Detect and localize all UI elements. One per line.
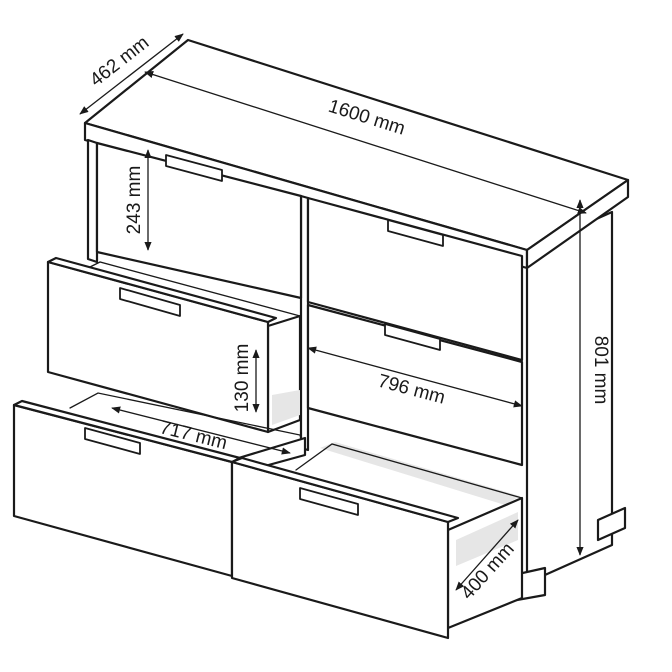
drawer-box-back-edge — [295, 443, 523, 499]
dim-right-width-line — [307, 346, 523, 408]
drawer-handle — [299, 487, 359, 516]
drawer-handle — [119, 287, 181, 317]
label-inner-height: 130 mm — [232, 344, 253, 413]
drawer-bottom-right-open — [230, 442, 524, 640]
foot-right-back — [596, 506, 627, 542]
label-height: 801 mm — [590, 336, 611, 405]
drawer-front-top-edge — [230, 456, 460, 524]
drawer-box-floor-shade — [320, 442, 520, 505]
drawer-front-top-edge — [46, 256, 278, 324]
drawer-handle — [387, 219, 444, 247]
label-front-height: 243 mm — [124, 166, 145, 235]
dim-depth-line — [79, 33, 184, 115]
left-front-strip — [86, 138, 99, 264]
dim-left-width-line — [111, 406, 291, 455]
dim-drawer-depth-line — [455, 519, 519, 591]
dimension-lines — [79, 33, 587, 591]
dim-width-line — [144, 71, 587, 214]
